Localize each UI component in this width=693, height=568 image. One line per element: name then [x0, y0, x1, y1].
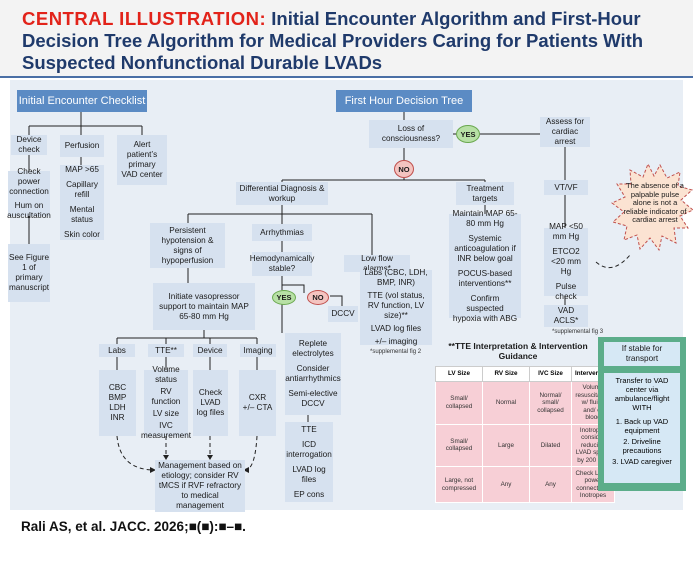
see-figure-box: See Figure 1 of primary manuscript: [8, 244, 50, 302]
low-flow-item: TTE (vol status, RV function, LV size)**: [367, 291, 425, 320]
tte-list-item: ICD interrogation: [286, 439, 332, 459]
burst-shape: [611, 162, 693, 252]
arrest-item: ETCO2 <20 mm Hg: [551, 247, 581, 276]
replete-item: Replete electrolytes: [292, 339, 334, 358]
device-items-box: Check LVAD log files: [193, 370, 228, 436]
tte-table: LV Size RV Size IVC Size Intervention Sm…: [435, 366, 616, 503]
target-item: POCUS-based interventions**: [457, 268, 513, 288]
supplemental-fig-2-note: *supplemental fig 2: [370, 349, 422, 355]
vad-acls-box: VAD ACLS*: [544, 305, 588, 327]
vasopressor-box: Initiate vasopressor support to maintain…: [153, 283, 255, 330]
hemodynamically-stable-box: Hemodynamically stable?: [250, 252, 314, 276]
perfusion-item: Capillary refill: [66, 180, 98, 199]
replete-item: Semi-elective DCCV: [288, 389, 338, 408]
replete-box: Replete electrolytes Consider antiarrhyt…: [285, 333, 341, 415]
device-box: Device: [193, 344, 227, 357]
header-banner: CENTRAL ILLUSTRATION: Initial Encounter …: [0, 0, 693, 78]
tte-box: TTE**: [148, 344, 184, 357]
supplemental-fig-3-note: *supplemental fig 3: [552, 329, 604, 335]
dccv-box: DCCV: [328, 306, 358, 322]
check-power-text: Check power connection: [9, 166, 49, 196]
tte-item: Volume status: [152, 365, 180, 384]
tte-cell: Normal/ small/ collapsed: [529, 381, 572, 425]
replete-item: Consider antiarrhythmics: [285, 364, 341, 383]
arrest-items-box: MAP <50 mm Hg ETCO2 <20 mm Hg Pulse chec…: [544, 222, 588, 301]
low-flow-item: LVAD log files: [370, 324, 422, 333]
hum-text: Hum on auscultation: [7, 200, 51, 220]
transfer-item: 1. Back up VAD equipment: [615, 417, 669, 435]
tte-col-header: IVC Size: [529, 366, 572, 382]
burst-note: The absence of a palpable pulse alone is…: [623, 181, 687, 224]
tte-cell: Small/ collapsed: [435, 381, 483, 425]
tte-col-header: RV Size: [482, 366, 530, 382]
tte-cell: Any: [482, 466, 530, 503]
low-flow-list-box: Labs (CBC, LDH, BMP, INR) TTE (vol statu…: [360, 268, 432, 346]
citation: Rali AS, et al. JACC. 2026;■(■):■–■.: [21, 519, 246, 534]
alert-vad-center-box: Alert patient’s primary VAD center: [117, 135, 167, 185]
management-box: Management based on etiology; consider R…: [155, 460, 245, 512]
tte-item: RV function: [151, 387, 181, 406]
tte-list-item: LVAD log files: [292, 464, 326, 484]
target-item: Systemic anticoagulation if INR below go…: [454, 233, 516, 263]
transfer-item: 2. Driveline precautions: [622, 437, 662, 455]
tte-cell: Large: [482, 423, 530, 467]
perfusion-item: Mental status: [69, 205, 95, 224]
no-circle: NO: [394, 160, 414, 178]
tte-item: LV size: [152, 409, 180, 418]
labs-box: Labs: [99, 344, 135, 357]
labs-items-box: CBC BMP LDH INR: [99, 370, 136, 436]
tte-items-box: Volume status RV function LV size IVC me…: [141, 365, 191, 440]
tte-cell: Large, not compressed: [435, 466, 483, 503]
perfusion-item: MAP >65: [65, 165, 99, 174]
yes-circle: YES: [272, 290, 296, 305]
check-power-box: Check power connection Hum on auscultati…: [7, 167, 51, 220]
tte-table-title: **TTE Interpretation & Intervention Guid…: [448, 341, 588, 361]
yes-circle: YES: [456, 125, 480, 143]
treatment-targets-box: Treatment targets: [456, 182, 514, 205]
transfer-item: 3. LVAD caregiver: [612, 457, 672, 466]
perfusion-item: Skin color: [64, 230, 100, 239]
tte-list-item: TTE: [301, 424, 317, 434]
tte-cell: Normal: [482, 381, 530, 425]
if-stable-box: If stable for transport: [604, 342, 680, 366]
perfusion-items-box: MAP >65 Capillary refill Mental status S…: [60, 165, 104, 240]
tte-col-header: LV Size: [435, 366, 483, 382]
arrest-item: Pulse check: [555, 282, 577, 301]
tte-cell: Any: [529, 466, 572, 503]
low-flow-alarms-box: Low flow alarms*: [344, 254, 410, 273]
vt-vf-box: VT/VF: [544, 180, 588, 195]
transfer-box: Transfer to VAD center via ambulance/fli…: [604, 373, 680, 483]
arrhythmias-box: Arrhythmias: [252, 224, 312, 241]
loss-of-consciousness-box: Loss of consciousness?: [369, 120, 453, 148]
differential-diagnosis-box: Differential Diagnosis & workup: [236, 182, 328, 205]
arrest-item: MAP <50 mm Hg: [549, 222, 583, 241]
title-text: Initial Encounter Algorithm and First-Ho…: [22, 8, 644, 73]
initial-checklist-heading: Initial Encounter Checklist: [17, 90, 147, 112]
imaging-items-box: CXR +/– CTA: [239, 370, 276, 436]
treatment-targets-list: Maintain MAP 65-80 mm Hg Systemic antico…: [449, 209, 521, 323]
page-title: CENTRAL ILLUSTRATION: Initial Encounter …: [22, 8, 682, 74]
target-item: Maintain MAP 65-80 mm Hg: [452, 208, 518, 228]
tte-list-item: EP cons: [293, 489, 325, 499]
imaging-box: Imaging: [240, 344, 276, 357]
perfusion-box: Perfusion: [60, 135, 104, 157]
tte-cell: Small/ collapsed: [435, 423, 483, 467]
persistent-hypotension-box: Persistent hypotension & signs of hypope…: [150, 223, 225, 268]
device-check-box: Device check: [11, 135, 47, 155]
title-lead: CENTRAL ILLUSTRATION:: [22, 8, 267, 29]
low-flow-item: +/– imaging: [374, 337, 418, 346]
no-circle: NO: [307, 290, 329, 305]
tte-list-box: TTE ICD interrogation LVAD log files EP …: [285, 422, 333, 502]
tte-item: IVC measurement: [140, 421, 192, 440]
first-hour-heading: First Hour Decision Tree: [336, 90, 472, 112]
assess-cardiac-arrest-box: Assess for cardiac arrest: [540, 117, 590, 147]
target-item: Confirm suspected hypoxia with ABG: [452, 293, 518, 323]
low-flow-item: Labs (CBC, LDH, BMP, INR): [364, 268, 428, 287]
tte-cell: Dilated: [529, 423, 572, 467]
transfer-text: Transfer to VAD center via ambulance/fli…: [614, 376, 670, 412]
